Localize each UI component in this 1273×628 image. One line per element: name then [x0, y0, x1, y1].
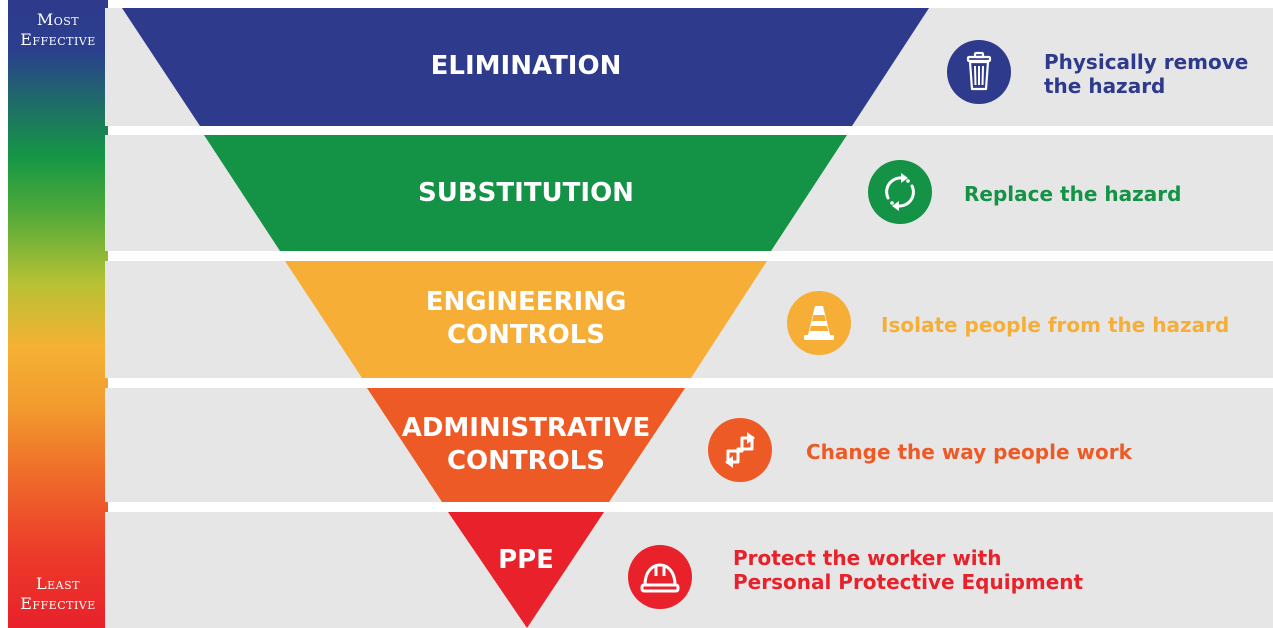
tier-label-engineering-controls: ENGINEERING CONTROLS [326, 286, 726, 352]
description-administrative-line-1: Change the way people work [806, 440, 1132, 464]
trash-can-icon [947, 40, 1011, 104]
description-substitution: Replace the hazard [964, 182, 1181, 206]
description-elimination-line-1: Physically remove [1044, 50, 1249, 74]
tier-shape-administrative-controls [367, 388, 685, 502]
hard-hat-icon [628, 545, 692, 609]
tier-shape-engineering-controls [285, 261, 767, 378]
tier-label-substitution-line-1: SUBSTITUTION [418, 178, 634, 208]
tier-label-elimination-line-1: ELIMINATION [430, 51, 622, 81]
tier-label-engineering-line-2: CONTROLS [446, 320, 606, 350]
least-effective-label: Least Effective [8, 574, 108, 614]
tier-band-administrative-controls [105, 388, 1273, 502]
traffic-cone-icon [787, 291, 851, 355]
tier-label-administrative-line-1: ADMINISTRATIVE [401, 413, 651, 443]
description-administrative-controls: Change the way people work [806, 440, 1132, 464]
description-ppe-line-2: Personal Protective Equipment [733, 570, 1084, 594]
tier-label-administrative-line-2: CONTROLS [446, 446, 606, 476]
description-ppe: Protect the worker with Personal Protect… [733, 546, 1083, 594]
most-effective-line-1: Most [36, 10, 80, 29]
effectiveness-scale-bar: Most Effective Least Effective [8, 0, 108, 628]
tier-label-ppe-line-1: PPE [498, 545, 554, 575]
most-effective-label: Most Effective [8, 10, 108, 50]
tier-label-administrative-controls: ADMINISTRATIVE CONTROLS [326, 412, 726, 478]
tier-label-ppe: PPE [426, 544, 626, 577]
description-engineering-line-1: Isolate people from the hazard [881, 313, 1230, 337]
tier-label-engineering-line-1: ENGINEERING [425, 287, 627, 317]
description-ppe-line-1: Protect the worker with [733, 546, 1002, 570]
description-elimination: Physically remove the hazard [1044, 50, 1248, 98]
least-effective-line-1: Least [36, 574, 80, 593]
tier-shape-elimination [122, 8, 929, 126]
description-elimination-line-2: the hazard [1044, 74, 1166, 98]
tier-label-elimination: ELIMINATION [326, 50, 726, 83]
recycle-arrows-icon [868, 160, 932, 224]
tier-label-substitution: SUBSTITUTION [326, 177, 726, 210]
swap-arrows-icon [708, 418, 772, 482]
tier-shape-substitution [204, 135, 847, 251]
description-engineering-controls: Isolate people from the hazard [881, 313, 1229, 337]
least-effective-line-2: Effective [20, 594, 96, 613]
tier-shape-ppe [448, 512, 604, 628]
most-effective-line-2: Effective [20, 30, 96, 49]
description-substitution-line-1: Replace the hazard [964, 182, 1182, 206]
